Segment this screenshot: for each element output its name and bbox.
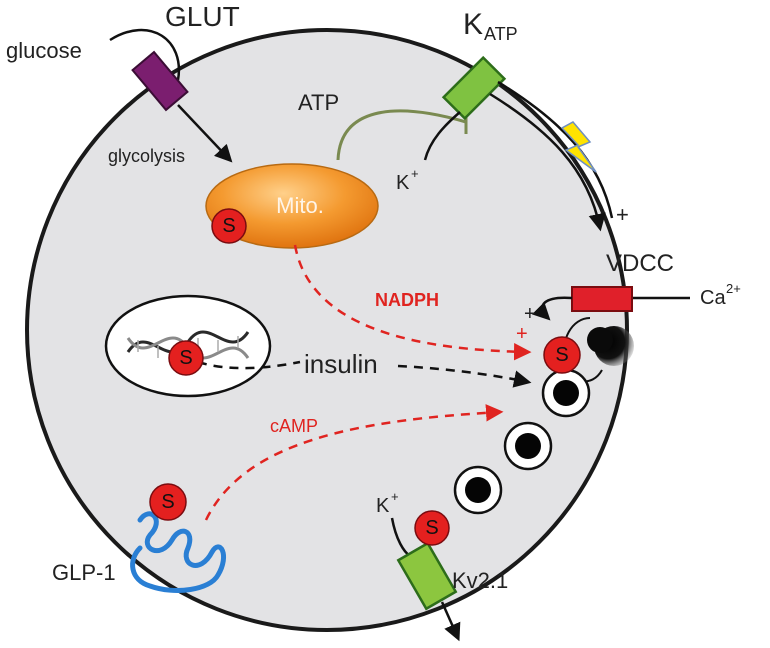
svg-text:S: S	[425, 517, 438, 539]
glp1-receptor-icon	[130, 511, 226, 593]
katp-channel	[441, 55, 507, 121]
nadph-label: NADPH	[375, 290, 439, 310]
depolarization-plus: +	[616, 202, 629, 227]
atp-label: ATP	[298, 90, 339, 115]
glucose-arrow	[109, 28, 181, 81]
lightning-icon	[560, 121, 597, 173]
glp1-label: GLP-1	[52, 560, 116, 585]
katp-subscript: ATP	[484, 24, 518, 44]
svg-text:S: S	[161, 491, 174, 513]
insulin-arrow-right	[397, 364, 532, 388]
svg-text:S: S	[179, 347, 192, 369]
glycolysis-arrow	[177, 104, 233, 163]
kv21-label: Kv2.1	[452, 568, 508, 593]
kv21-channel	[396, 541, 458, 611]
s-badge-kv21: S	[414, 510, 450, 546]
s-badge-vesicle: S	[543, 336, 581, 374]
k-efflux-line	[423, 111, 461, 161]
atp-inhibition-line	[336, 109, 467, 161]
vdcc-label: VDCC	[606, 250, 674, 277]
insulin-arrow-left	[197, 360, 301, 370]
ca-superscript: 2+	[726, 281, 741, 296]
s-badge-nucleus: S	[168, 340, 204, 376]
camp-arrow	[204, 404, 504, 521]
svg-text:S: S	[555, 344, 568, 366]
mito-label: Mito.	[276, 193, 324, 218]
glut-transporter	[131, 50, 189, 112]
insulin-granule	[541, 368, 591, 418]
glut-label: GLUT	[165, 1, 240, 32]
s-badge-glp1: S	[149, 483, 187, 521]
k-superscript: +	[411, 166, 419, 181]
kv21-k-label: K	[376, 495, 390, 517]
insulin-label: insulin	[304, 349, 378, 379]
vdcc-channel	[571, 286, 633, 312]
svg-text:S: S	[222, 215, 235, 237]
insulin-granule	[503, 421, 553, 471]
calcium-cloud-part	[587, 327, 613, 353]
kv21-out-arrow	[440, 601, 461, 642]
katp-label: K	[463, 8, 483, 41]
mitochondrion	[205, 163, 379, 249]
glycolysis-label: glycolysis	[108, 146, 185, 166]
ca-arrow	[531, 296, 573, 321]
k-label: K	[396, 172, 410, 194]
depolarization-arc-inner	[489, 92, 606, 232]
ca-label: Ca	[700, 287, 726, 309]
camp-label: cAMP	[270, 416, 318, 436]
s-badge-mito: S	[211, 208, 247, 244]
kv21-k-superscript: +	[391, 489, 399, 504]
depolarization-arc-outer	[497, 80, 614, 219]
ca-plus-black: +	[524, 303, 536, 325]
glucose-label: glucose	[6, 38, 82, 63]
nadph-plus-red: +	[516, 323, 528, 345]
insulin-granule	[453, 465, 503, 515]
